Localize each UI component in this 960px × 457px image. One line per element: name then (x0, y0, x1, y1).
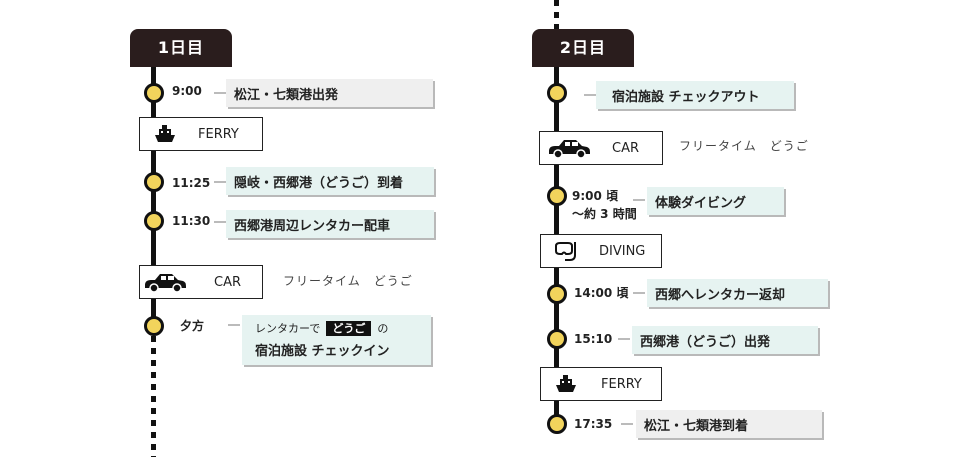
checkin-prefix: レンタカーで (255, 322, 321, 335)
stop-card: 隠岐・西郷港（どうご）到着 (226, 167, 434, 195)
transport-note: フリータイム どうご (679, 139, 809, 153)
transport-note: フリータイム どうご (283, 274, 413, 288)
transport-label: FERRY (198, 126, 239, 142)
connector (214, 92, 226, 94)
stop-card: 松江・七類港到着 (636, 410, 822, 438)
stop-card: 宿泊施設 チェックアウト (596, 81, 794, 109)
day1-line (151, 66, 156, 320)
stop-marker (547, 284, 567, 304)
car-icon (540, 137, 598, 159)
connector (214, 221, 226, 223)
stop-card: 松江・七類港出発 (226, 79, 433, 107)
location-chip: どうご (326, 321, 372, 336)
stop-time-duration: 〜約 3 時間 (572, 207, 637, 221)
stop-time: 夕方 (180, 319, 205, 333)
transport-label: FERRY (601, 376, 642, 392)
stop-marker (144, 316, 164, 336)
connector (214, 181, 226, 183)
transport-ferry: FERRY (540, 367, 662, 401)
connector (618, 338, 630, 340)
day1-header: 1日目 (130, 29, 232, 67)
transport-label: CAR (214, 274, 242, 290)
transport-diving: DIVING (540, 234, 662, 268)
checkin-line2: 宿泊施設 チェックイン (255, 344, 390, 359)
transport-car: CAR (139, 265, 263, 299)
connector (633, 199, 645, 201)
stop-card: 西郷港（どうご）出発 (632, 326, 818, 354)
stop-time: 9:00 (172, 84, 202, 98)
stop-marker (144, 211, 164, 231)
stop-time: 15:10 (574, 332, 613, 346)
ferry-icon (140, 123, 190, 145)
connector (228, 324, 240, 326)
stop-marker (547, 186, 567, 206)
stop-card-checkin: レンタカーでどうごの 宿泊施設 チェックイン (242, 315, 431, 365)
ferry-icon (541, 373, 591, 395)
stop-marker (144, 83, 164, 103)
day2-header: 2日目 (532, 29, 634, 67)
connector (621, 423, 633, 425)
connector (584, 94, 596, 96)
connector (633, 292, 645, 294)
checkin-line1: レンタカーでどうごの (255, 320, 388, 336)
stop-time: 9:00 頃 (572, 189, 619, 203)
day2-dotted-line (554, 0, 559, 29)
stop-card: 西郷港周辺レンタカー配車 (226, 210, 434, 238)
stop-time: 11:25 (172, 176, 211, 190)
stop-card: 西郷へレンタカー返却 (647, 279, 828, 307)
stop-marker (144, 172, 164, 192)
car-icon (140, 271, 190, 293)
stop-time: 14:00 頃 (574, 286, 629, 300)
transport-label: CAR (612, 140, 640, 156)
day1-dotted-line (151, 336, 156, 457)
diving-mask-icon (541, 240, 591, 262)
stop-time: 17:35 (574, 417, 613, 431)
transport-ferry: FERRY (139, 117, 263, 151)
stop-marker (547, 414, 567, 434)
transport-label: DIVING (599, 243, 646, 259)
stop-marker (547, 83, 567, 103)
stop-time: 11:30 (172, 214, 211, 228)
stop-marker (547, 329, 567, 349)
transport-car: CAR (539, 131, 663, 165)
checkin-suffix: の (377, 322, 389, 335)
stop-card: 体験ダイビング (647, 187, 784, 215)
